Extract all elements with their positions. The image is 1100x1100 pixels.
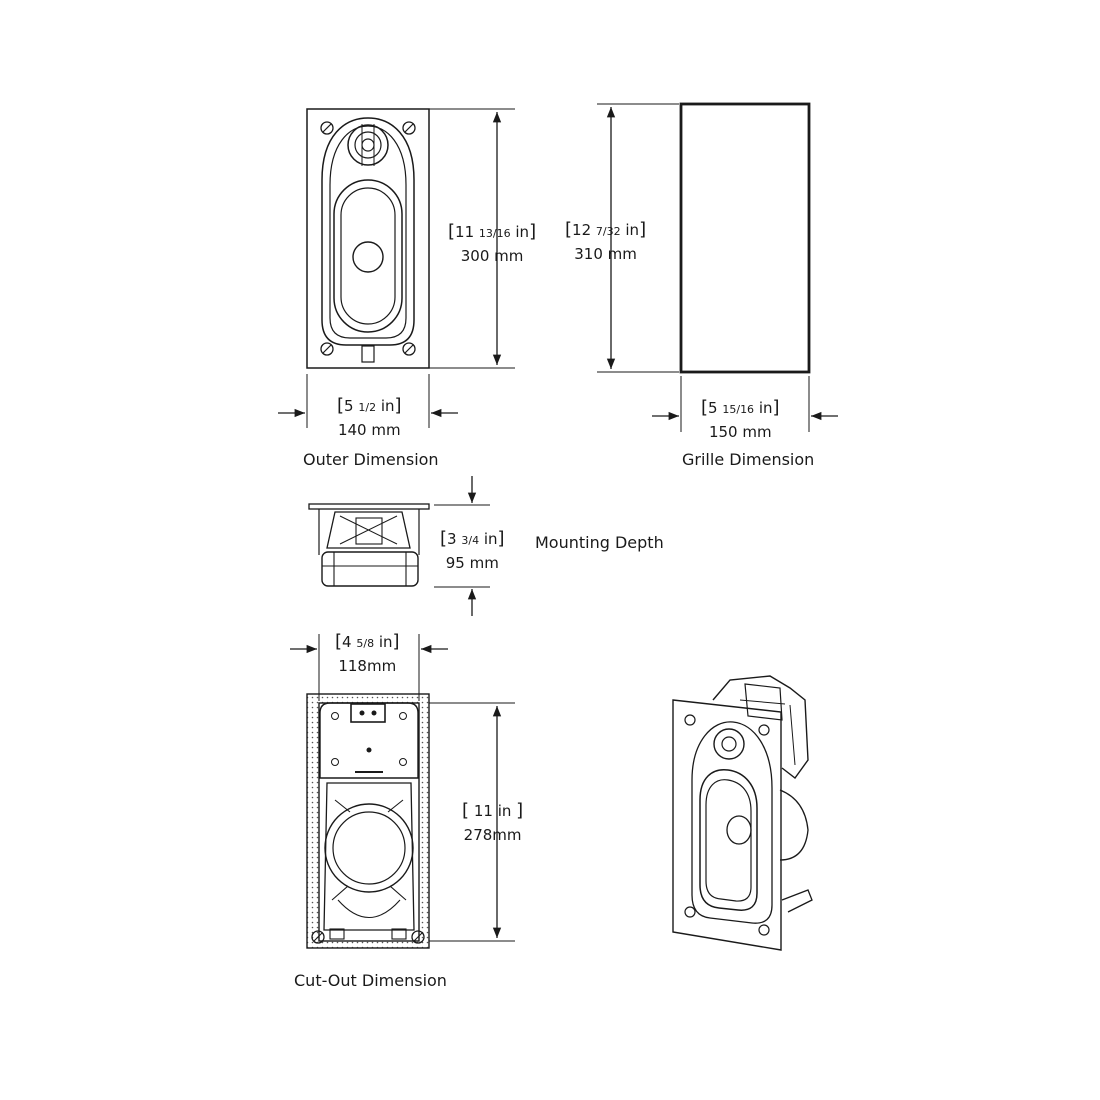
- cutout-dimension-caption: Cut-Out Dimension: [294, 971, 447, 990]
- outer-width-dimension-line: [278, 374, 458, 428]
- tweeter-icon: [347, 124, 389, 166]
- woofer-rear-icon: [324, 803, 414, 893]
- cutout-width-dimension-line: [290, 634, 448, 701]
- outer-width-label: [5 1/2 in] 140 mm: [337, 395, 402, 439]
- cutout-height-label: [ 11 in ] 278mm: [462, 800, 524, 844]
- grille-width-label: [5 15/16 in] 150 mm: [701, 397, 780, 441]
- isometric-view: [672, 675, 813, 951]
- outer-height-label: [11 13/16 in] 300 mm: [448, 221, 537, 265]
- woofer-oval-icon: [333, 179, 403, 333]
- grille-height-dimension-line: [597, 103, 679, 373]
- grille-height-label: [12 7/32 in] 310 mm: [565, 219, 647, 263]
- cutout-width-label: [4 5/8 in] 118mm: [335, 631, 400, 675]
- mounting-depth-caption: Mounting Depth: [535, 533, 664, 552]
- grille-width-dimension-line: [652, 376, 838, 432]
- screw-icon: [311, 930, 425, 944]
- cutout-rear-view: [306, 693, 430, 949]
- cutout-height-dimension-line: [429, 702, 515, 942]
- outer-front-view: [306, 108, 430, 369]
- depth-label: [3 3/4 in] 95 mm: [440, 528, 505, 572]
- tweeter-iso-icon: [713, 728, 745, 760]
- screw-icon: [684, 714, 770, 936]
- side-view: [308, 503, 430, 587]
- grille-dimension-caption: Grille Dimension: [682, 450, 815, 469]
- outer-dimension-caption: Outer Dimension: [303, 450, 439, 469]
- outer-height-dimension-line: [429, 108, 515, 369]
- depth-dimension-line: [434, 476, 490, 616]
- grille-outline: [679, 102, 811, 374]
- screw-icon: [320, 121, 416, 356]
